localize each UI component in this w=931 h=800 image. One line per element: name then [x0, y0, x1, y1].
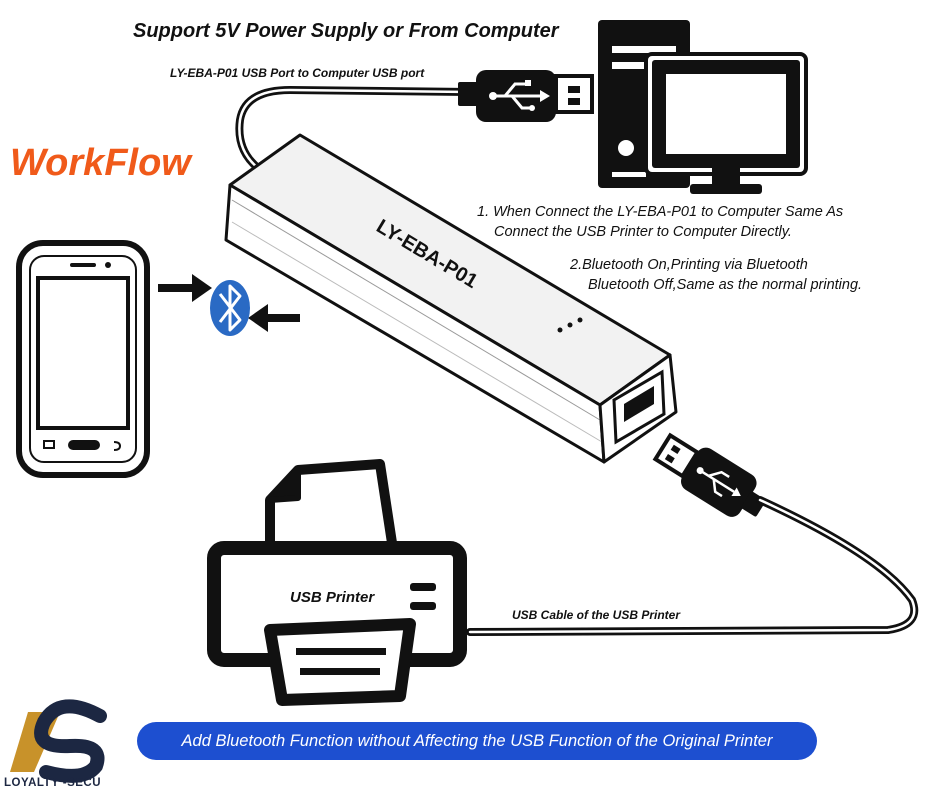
note-1-line-1: 1. When Connect the LY-EBA-P01 to Comput… — [477, 204, 844, 220]
note-1-line-2: Connect the USB Printer to Computer Dire… — [494, 224, 792, 240]
feature-banner: Add Bluetooth Function without Affecting… — [137, 722, 817, 760]
top-cable-label: LY-EBA-P01 USB Port to Computer USB port — [170, 66, 425, 80]
diagram-title: Support 5V Power Supply or From Computer — [133, 20, 559, 42]
bottom-usb-plug — [652, 432, 766, 517]
brand-name: LOYALTY -SECU — [4, 777, 102, 789]
arrow-icon — [248, 304, 300, 332]
smartphone-icon — [16, 240, 150, 478]
ly-eba-p01-device — [224, 133, 678, 464]
printer-label: USB Printer — [290, 589, 375, 606]
workflow-label: WorkFlow — [10, 142, 191, 184]
computer-icon — [598, 20, 808, 194]
banner-text: Add Bluetooth Function without Affecting… — [181, 731, 773, 750]
led-indicator — [567, 322, 573, 328]
bottom-cable-label: USB Cable of the USB Printer — [512, 608, 681, 622]
top-usb-plug — [458, 70, 594, 122]
usb-icon — [489, 80, 550, 111]
note-2-line-1: 2.Bluetooth On,Printing via Bluetooth — [570, 257, 808, 273]
loyalty-secu-logo — [10, 699, 107, 783]
led-indicator — [557, 327, 563, 333]
led-indicator — [577, 317, 583, 323]
printer-icon — [207, 459, 467, 706]
arrow-icon — [158, 274, 212, 302]
bluetooth-icon — [210, 280, 250, 336]
note-2-line-2: Bluetooth Off,Same as the normal printin… — [588, 277, 863, 293]
